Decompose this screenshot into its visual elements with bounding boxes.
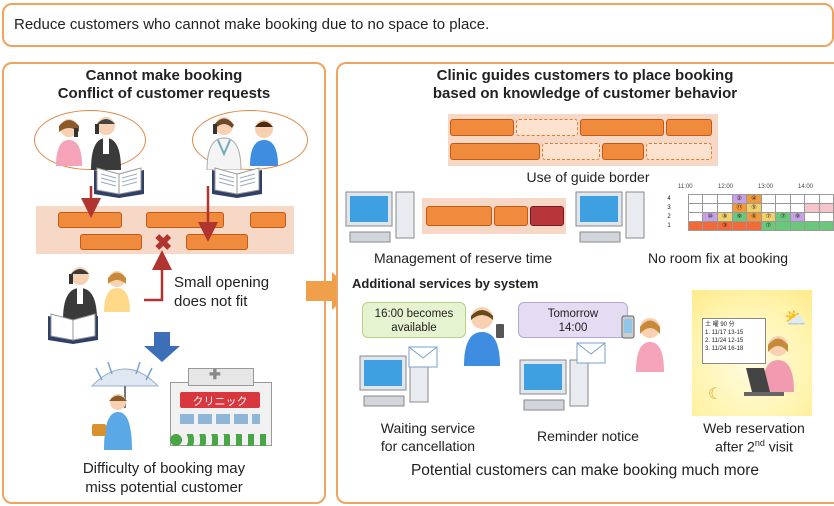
computer-icon: [345, 191, 415, 243]
booking-book-icon-2: [212, 167, 262, 198]
left-title-line2: Conflict of customer requests: [57, 85, 271, 102]
web-screen: 土 曜 90 分 1. 11/17 13-15 2. 11/24 12-15 3…: [702, 318, 766, 364]
guide-slot: [450, 143, 540, 160]
web-label-line2-sup: nd: [754, 438, 765, 448]
left-panel: Cannot make booking Conflict of customer…: [2, 62, 326, 504]
bubble-reminder-line2: 14:00: [558, 322, 588, 334]
room-label: 1: [667, 223, 671, 229]
bubble-waiting: 16:00 becomes available: [362, 302, 466, 338]
schedule-slot: [250, 212, 286, 228]
guide-slot: [580, 119, 664, 136]
additional-services-title: Additional services by system: [352, 276, 539, 291]
waiting-label-line2: for cancellation: [380, 438, 476, 454]
left-bottom-line1: Difficulty of booking may: [82, 460, 246, 477]
top-banner-text: Reduce customers who cannot make booking…: [14, 16, 490, 33]
reserve-time-label: Management of reserve time: [374, 250, 553, 266]
clinic-trees: [170, 434, 270, 446]
woman-at-laptop-icon: [744, 336, 794, 396]
web-label-line2-post: visit: [764, 438, 793, 455]
right-title-line1: Clinic guides customers to place booking: [436, 67, 734, 84]
time-label: 12:00: [718, 184, 734, 190]
web-screen-line: 3. 11/24 16-18: [705, 346, 744, 352]
customer-group-2-illustration: [192, 110, 308, 170]
left-bottom-line2: miss potential customer: [85, 479, 243, 496]
right-title-line2: based on knowledge of customer behavior: [432, 85, 738, 102]
booking-book-icon-1: [94, 167, 144, 198]
moon-icon: ☾: [708, 386, 723, 403]
clinic-sign: クリニック: [180, 392, 260, 408]
small-opening-line1: Small opening: [174, 274, 270, 291]
schedule-slot: [80, 234, 142, 250]
guide-slot: [602, 143, 644, 160]
woman-with-umbrella-icon: [90, 361, 160, 450]
businessman-on-phone-icon: [91, 117, 121, 170]
woman-icon: [104, 271, 130, 312]
bubble-reminder: Tomorrow 14:00: [518, 302, 628, 338]
clinic-roof: [188, 368, 254, 386]
reminder-label: Reminder notice: [537, 428, 639, 444]
clinic-windows: [180, 414, 260, 424]
web-screen-line: 2. 11/24 12-15: [705, 338, 744, 344]
right-bottom-text: Potential customers can make booking muc…: [410, 462, 760, 479]
room-label: 4: [667, 196, 671, 202]
web-label-line1: Web reservation: [703, 420, 805, 436]
booking-book-icon-3: [48, 313, 98, 344]
guide-slot-open: [646, 143, 712, 160]
time-label: 14:00: [798, 184, 814, 190]
woman-with-smartphone-icon: [621, 315, 664, 372]
small-opening-line2: does not fit: [174, 293, 248, 310]
guide-border-label: Use of guide border: [526, 169, 650, 185]
clinic-sign-text: クリニック: [192, 396, 248, 408]
mail-envelope-icon: [408, 346, 438, 368]
mail-envelope-icon: [576, 342, 606, 364]
bubble-waiting-line2: available: [391, 322, 437, 334]
computer-icon: [519, 359, 589, 411]
guide-slot-open: [516, 119, 578, 136]
web-screen-header: 土 曜 90 分: [705, 322, 735, 328]
bubble-reminder-line1: Tomorrow: [547, 308, 599, 320]
man-blue-shirt-icon: [250, 120, 278, 166]
web-label-line2-pre: after 2: [715, 438, 755, 455]
reserve-slot: [426, 206, 492, 226]
clinic-cross-icon: ✚: [209, 366, 221, 382]
room-label: 3: [667, 205, 671, 211]
web-label-line2: after 2nd visit: [684, 438, 824, 455]
waiting-label-line1: Waiting service: [380, 420, 476, 436]
conflict-x-icon: ✖: [154, 230, 173, 255]
sun-cloud-icon: ⛅: [784, 308, 807, 328]
bubble-waiting-line1: 16:00 becomes: [374, 308, 454, 320]
top-banner: Reduce customers who cannot make booking…: [2, 3, 834, 47]
room-label: 2: [667, 214, 671, 220]
guide-slot-open: [542, 143, 600, 160]
time-label: 13:00: [758, 184, 774, 190]
reserve-slot: [494, 206, 528, 226]
left-title-line1: Cannot make booking: [85, 67, 243, 84]
time-label: 11:00: [678, 184, 693, 190]
man-on-phone-icon: [63, 267, 97, 320]
reserve-slot-reserved: [530, 206, 564, 226]
woman-on-phone-icon: [56, 119, 82, 166]
guide-slot: [666, 119, 712, 136]
computer-icon: [575, 191, 645, 243]
web-screen-line: 1. 11/17 13-15: [705, 330, 744, 336]
doctor-on-phone-icon: [206, 117, 242, 170]
down-arrow-icon: [144, 332, 180, 362]
conflict-arrows: [81, 186, 218, 302]
man-with-phone-icon: [464, 307, 504, 366]
no-room-fix-label: No room fix at booking: [648, 250, 789, 266]
customer-group-1-illustration: [34, 110, 146, 170]
right-panel: Clinic guides customers to place booking…: [336, 62, 834, 504]
guide-slot: [450, 119, 514, 136]
